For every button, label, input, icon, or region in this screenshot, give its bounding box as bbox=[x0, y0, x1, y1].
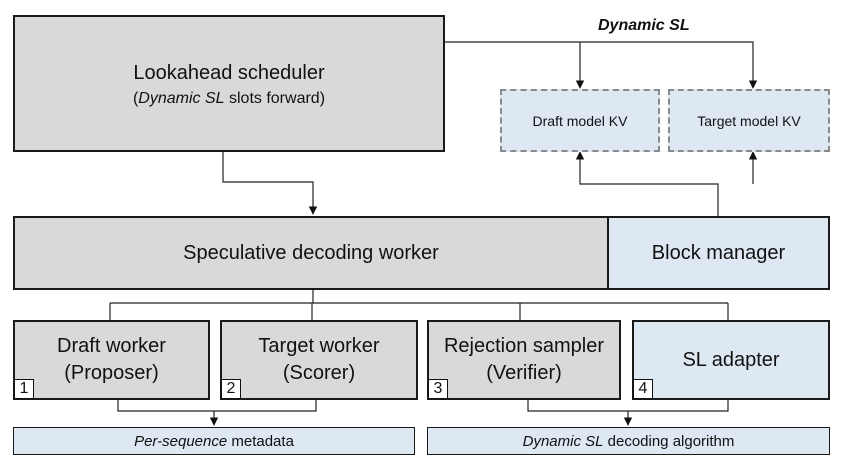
step-number-2: 2 bbox=[221, 379, 241, 399]
draft-worker-box: Draft worker (Proposer) 1 bbox=[13, 320, 210, 400]
scheduler-subtitle: (Dynamic SL slots forward) bbox=[132, 90, 326, 107]
step-number-3: 3 bbox=[428, 379, 448, 399]
scheduler-title: Lookahead scheduler bbox=[133, 62, 325, 84]
lookahead-scheduler-box: Lookahead scheduler (Dynamic SL slots fo… bbox=[13, 15, 445, 152]
block-manager-box: Block manager bbox=[607, 216, 830, 290]
speculative-decoding-worker-box: Speculative decoding worker bbox=[13, 216, 609, 290]
target-model-kv-box: Target model KV bbox=[668, 89, 830, 152]
dynamic-sl-label: Dynamic SL bbox=[598, 17, 690, 34]
step-number-1: 1 bbox=[14, 379, 34, 399]
step-number-4: 4 bbox=[633, 379, 653, 399]
per-sequence-metadata-bar: Per-sequence metadata bbox=[13, 427, 415, 455]
draft-model-kv-box: Draft model KV bbox=[500, 89, 660, 152]
target-worker-box: Target worker (Scorer) 2 bbox=[220, 320, 418, 400]
dynamic-sl-decoding-algorithm-bar: Dynamic SL decoding algorithm bbox=[427, 427, 830, 455]
sl-adapter-box: SL adapter 4 bbox=[632, 320, 830, 400]
rejection-sampler-box: Rejection sampler (Verifier) 3 bbox=[427, 320, 621, 400]
